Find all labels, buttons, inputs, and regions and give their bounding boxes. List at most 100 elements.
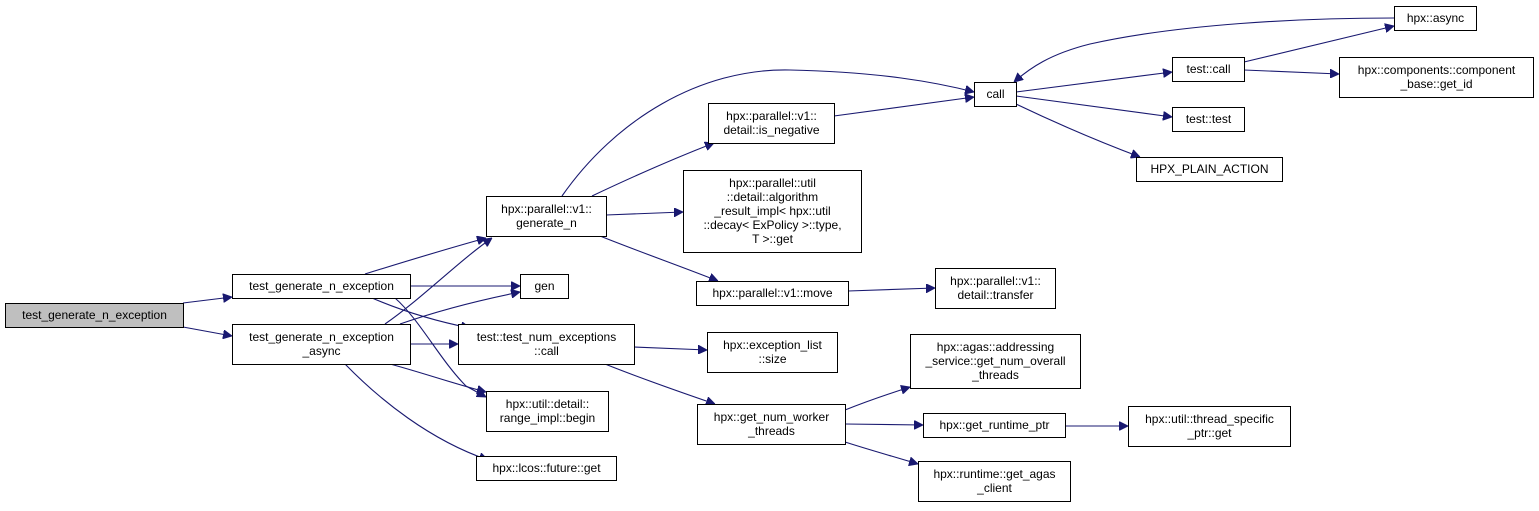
- node-box: [974, 82, 1017, 107]
- node-label-line: test::test_num_exceptions: [477, 330, 616, 344]
- node-root[interactable]: test_generate_n_exception: [5, 303, 184, 328]
- node-label-line: hpx::components::component: [1358, 63, 1516, 77]
- edge-tgnea-to-gen: [399, 292, 520, 325]
- node-box: [683, 170, 862, 253]
- edge-tnec-to-gnwt: [604, 363, 715, 404]
- node-label-line: range_impl::begin: [500, 411, 595, 425]
- node-gen[interactable]: gen: [520, 274, 569, 299]
- edge-tgne-to-tnec: [371, 297, 470, 328]
- node-label-line: hpx::parallel::util: [729, 176, 816, 190]
- node-call[interactable]: call: [974, 82, 1017, 107]
- node-box: [697, 404, 846, 445]
- node-label-line: hpx::get_runtime_ptr: [939, 418, 1049, 432]
- edge-gnwt-to-asgnot: [844, 387, 910, 411]
- node-box: [935, 268, 1056, 309]
- node-box: [923, 413, 1066, 438]
- edge-move-to-transfer: [847, 288, 935, 291]
- node-label-line: _async: [301, 344, 340, 358]
- node-box: [232, 274, 411, 299]
- node-label-line: gen: [534, 279, 554, 293]
- edge-tgnea-to-rib: [389, 363, 486, 392]
- node-box: [918, 461, 1071, 502]
- node-box: [1136, 157, 1283, 182]
- node-label-line: ::call: [534, 344, 559, 358]
- node-box: [1172, 57, 1245, 82]
- node-els[interactable]: hpx::exception_list::size: [707, 332, 838, 373]
- node-label-line: _threads: [971, 368, 1019, 382]
- node-box: [5, 303, 184, 328]
- node-box: [232, 324, 411, 365]
- node-gen_n[interactable]: hpx::parallel::v1::generate_n: [486, 196, 607, 237]
- node-async[interactable]: hpx::async: [1394, 6, 1477, 31]
- edge-call-to-hpa: [1015, 103, 1140, 157]
- node-label-line: HPX_PLAIN_ACTION: [1150, 162, 1268, 176]
- nodes-layer: test_generate_n_exception test_generate_n…: [5, 6, 1534, 502]
- node-box: [696, 281, 849, 306]
- node-gnwt[interactable]: hpx::get_num_worker_threads: [697, 404, 846, 445]
- node-rib[interactable]: hpx::util::detail::range_impl::begin: [486, 391, 609, 432]
- node-label-line: _base::get_id: [1399, 77, 1472, 91]
- node-lfg[interactable]: hpx::lcos::future::get: [476, 456, 617, 481]
- node-label-line: hpx::parallel::v1::: [726, 109, 817, 123]
- node-label-line: hpx::util::thread_specific: [1145, 412, 1274, 426]
- node-box: [486, 391, 609, 432]
- node-tgnea[interactable]: test_generate_n_exception_async: [232, 324, 411, 365]
- edges-layer: [182, 17, 1395, 464]
- node-isneg[interactable]: hpx::parallel::v1::detail::is_negative: [708, 103, 835, 144]
- node-label-line: test_generate_n_exception: [249, 279, 394, 293]
- node-box: [1394, 6, 1477, 31]
- node-label-line: hpx::parallel::v1::: [950, 274, 1041, 288]
- node-cbgi[interactable]: hpx::components::component_base::get_id: [1339, 57, 1534, 98]
- node-box: [910, 334, 1081, 389]
- node-box: [520, 274, 569, 299]
- node-box: [458, 324, 635, 365]
- node-label-line: call: [986, 87, 1004, 101]
- node-label-line: ::size: [758, 352, 786, 366]
- edge-gen_n-to-call: [561, 69, 974, 197]
- node-label-line: hpx::util::detail::: [506, 397, 589, 411]
- edge-tcall-to-async: [1243, 26, 1394, 63]
- edge-gen_n-to-isneg: [591, 143, 714, 197]
- edge-call-to-ttest: [1015, 95, 1172, 117]
- edge-tgnea-to-gen_n: [384, 238, 492, 325]
- node-box: [1339, 57, 1534, 98]
- node-label-line: hpx::runtime::get_agas: [933, 467, 1055, 481]
- node-label-line: detail::is_negative: [723, 123, 819, 137]
- edge-async-to-call: [1014, 17, 1395, 82]
- node-tspg[interactable]: hpx::util::thread_specific_ptr::get: [1128, 406, 1291, 447]
- node-ttest[interactable]: test::test: [1172, 107, 1245, 132]
- node-label-line: hpx::parallel::v1::: [501, 202, 592, 216]
- node-label-line: _result_impl< hpx::util: [713, 204, 830, 218]
- node-label-line: _client: [976, 481, 1012, 495]
- edge-gnwt-to-grp: [844, 424, 923, 425]
- node-transfer[interactable]: hpx::parallel::v1::detail::transfer: [935, 268, 1056, 309]
- node-tcall[interactable]: test::call: [1172, 57, 1245, 82]
- node-label-line: detail::transfer: [957, 288, 1033, 302]
- edge-tgnea-to-lfg: [344, 363, 488, 460]
- node-box: [1128, 406, 1291, 447]
- edge-gen_n-to-move: [599, 235, 718, 281]
- edge-tcall-to-cbgi: [1243, 70, 1339, 74]
- node-tnec[interactable]: test::test_num_exceptions::call: [458, 324, 635, 365]
- node-label-line: hpx::parallel::v1::move: [712, 286, 832, 300]
- node-label-line: hpx::async: [1407, 11, 1464, 25]
- node-label-line: hpx::get_num_worker: [714, 410, 829, 424]
- node-box: [486, 196, 607, 237]
- node-move[interactable]: hpx::parallel::v1::move: [696, 281, 849, 306]
- node-label-line: test::call: [1186, 62, 1230, 76]
- node-rgac[interactable]: hpx::runtime::get_agas_client: [918, 461, 1071, 502]
- node-label-line: hpx::lcos::future::get: [492, 461, 601, 475]
- edge-root-to-tgnea: [182, 326, 232, 336]
- node-box: [708, 103, 835, 144]
- node-grp[interactable]: hpx::get_runtime_ptr: [923, 413, 1066, 438]
- node-asgnot[interactable]: hpx::agas::addressing_service::get_num_o…: [910, 334, 1081, 389]
- edge-call-to-tcall: [1015, 72, 1172, 93]
- node-box: [707, 332, 838, 373]
- node-label-line: T >::get: [752, 232, 793, 246]
- node-hpa[interactable]: HPX_PLAIN_ACTION: [1136, 157, 1283, 182]
- node-tgne[interactable]: test_generate_n_exception: [232, 274, 411, 299]
- edge-tgne-to-rib: [394, 297, 486, 397]
- node-ari[interactable]: hpx::parallel::util::detail::algorithm_r…: [683, 170, 862, 253]
- edge-isneg-to-call: [833, 97, 974, 117]
- node-label-line: hpx::exception_list: [723, 338, 822, 352]
